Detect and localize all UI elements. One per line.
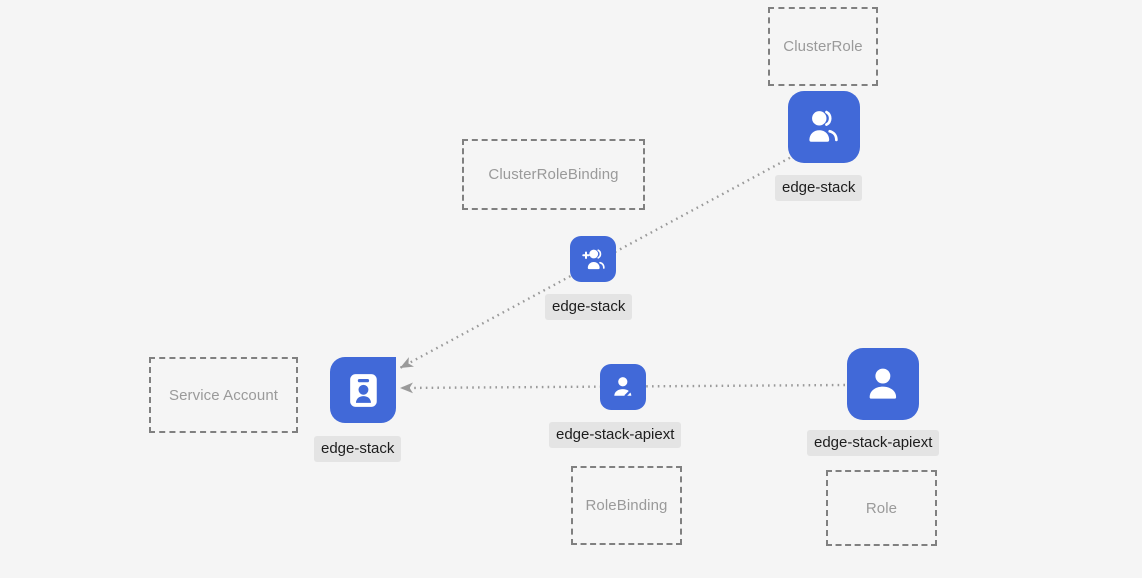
group-box-serviceaccount: Service Account [149, 357, 298, 433]
group-label-serviceaccount: Service Account [168, 386, 279, 404]
group-box-role: Role [826, 470, 937, 546]
group-label-rolebinding: RoleBinding [585, 497, 668, 514]
group-label-clusterrole: ClusterRole [783, 38, 863, 55]
people-icon[interactable] [788, 91, 860, 163]
person-icon[interactable] [847, 348, 919, 420]
node-label-rolebinding[interactable]: edge-stack-apiext [549, 422, 682, 448]
group-label-clusterrolebinding: ClusterRoleBinding [488, 166, 619, 183]
group-label-role: Role [865, 499, 898, 517]
group-box-clusterrolebinding: ClusterRoleBinding [462, 139, 645, 210]
node-label-serviceaccount[interactable]: edge-stack [314, 436, 402, 462]
group-box-clusterrole: ClusterRole [768, 7, 878, 86]
node-label-role[interactable]: edge-stack-apiext [807, 430, 940, 456]
group-box-rolebinding: RoleBinding [571, 466, 682, 545]
node-label-clusterrolebinding[interactable]: edge-stack [545, 294, 633, 320]
person-edit-icon[interactable] [600, 364, 646, 410]
badge-icon[interactable] [330, 357, 396, 423]
node-label-clusterrole[interactable]: edge-stack [775, 175, 863, 201]
person-add-icon[interactable] [570, 236, 616, 282]
